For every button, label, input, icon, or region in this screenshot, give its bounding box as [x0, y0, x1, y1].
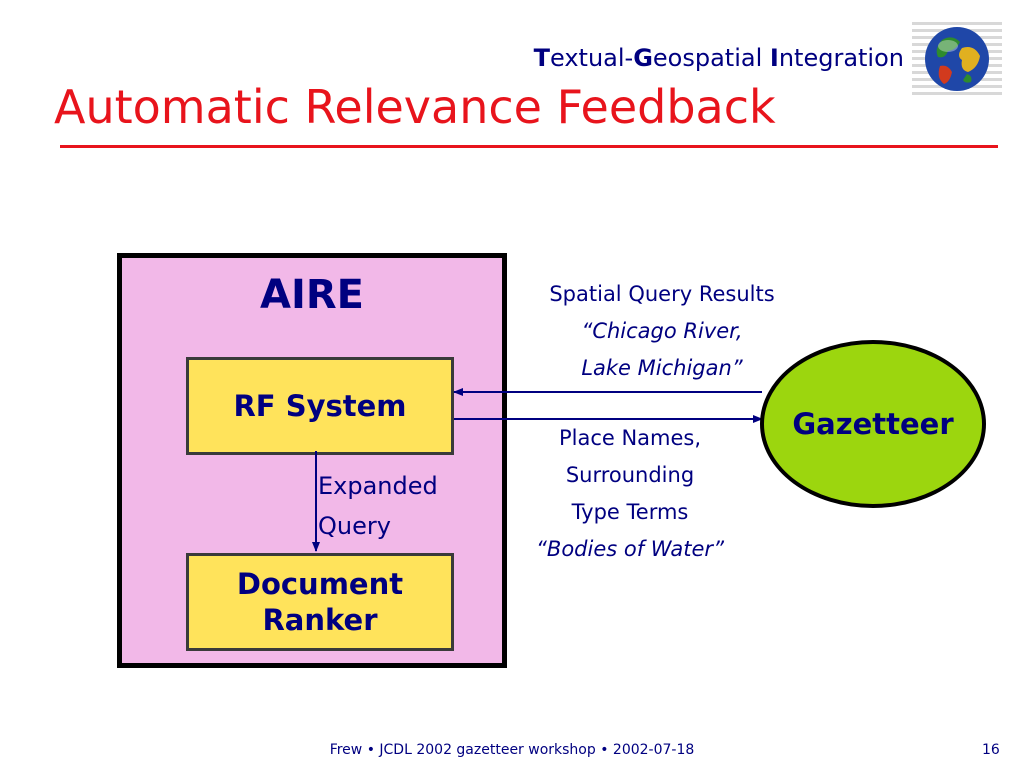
rf-system-box: RF System — [186, 357, 454, 455]
expanded-query-label: Expanded Query — [318, 466, 438, 546]
globe-icon — [912, 18, 1002, 100]
place-names-note: Place Names, Surrounding Type Terms “Bod… — [475, 420, 785, 568]
aire-label: AIRE — [260, 272, 364, 318]
header-title-initial-i: I — [769, 44, 779, 72]
expanded-query-line: Query — [318, 512, 391, 540]
header-title-part: extual- — [550, 44, 634, 72]
header-title-part: ntegration — [778, 44, 904, 72]
note-line: Place Names, — [558, 426, 702, 450]
note-line: Spatial Query Results — [549, 282, 775, 306]
expanded-query-line: Expanded — [318, 472, 438, 500]
note-line-italic: “Bodies of Water” — [475, 531, 785, 568]
header-title-initial-t: T — [533, 44, 550, 72]
document-ranker-box: Document Ranker — [186, 553, 454, 651]
header-title-initial-g: G — [633, 44, 653, 72]
note-line: Surrounding — [565, 463, 695, 487]
note-line-text: “Bodies of Water” — [536, 537, 724, 561]
note-line-italic: Lake Michigan” — [502, 350, 822, 387]
page-number: 16 — [982, 742, 1000, 758]
slide-title: Automatic Relevance Feedback — [54, 80, 776, 134]
title-divider — [60, 145, 998, 148]
header-title: Textual-Geospatial Integration — [534, 44, 904, 72]
document-ranker-label-line: Ranker — [262, 603, 378, 637]
header-title-part: eospatial — [652, 44, 770, 72]
gazetteer-node: Gazetteer — [760, 340, 986, 508]
spatial-query-results-note: Spatial Query Results “Chicago River, La… — [502, 276, 822, 387]
rf-system-label: RF System — [233, 388, 407, 423]
note-line-text: “Chicago River, — [581, 319, 743, 343]
note-line-text: Lake Michigan” — [581, 356, 743, 380]
note-line: Type Terms — [571, 500, 689, 524]
gazetteer-label: Gazetteer — [792, 407, 954, 441]
document-ranker-label-line: Document — [236, 566, 404, 601]
footer-text: Frew • JCDL 2002 gazetteer workshop • 20… — [329, 742, 695, 758]
note-line-italic: “Chicago River, — [502, 313, 822, 350]
